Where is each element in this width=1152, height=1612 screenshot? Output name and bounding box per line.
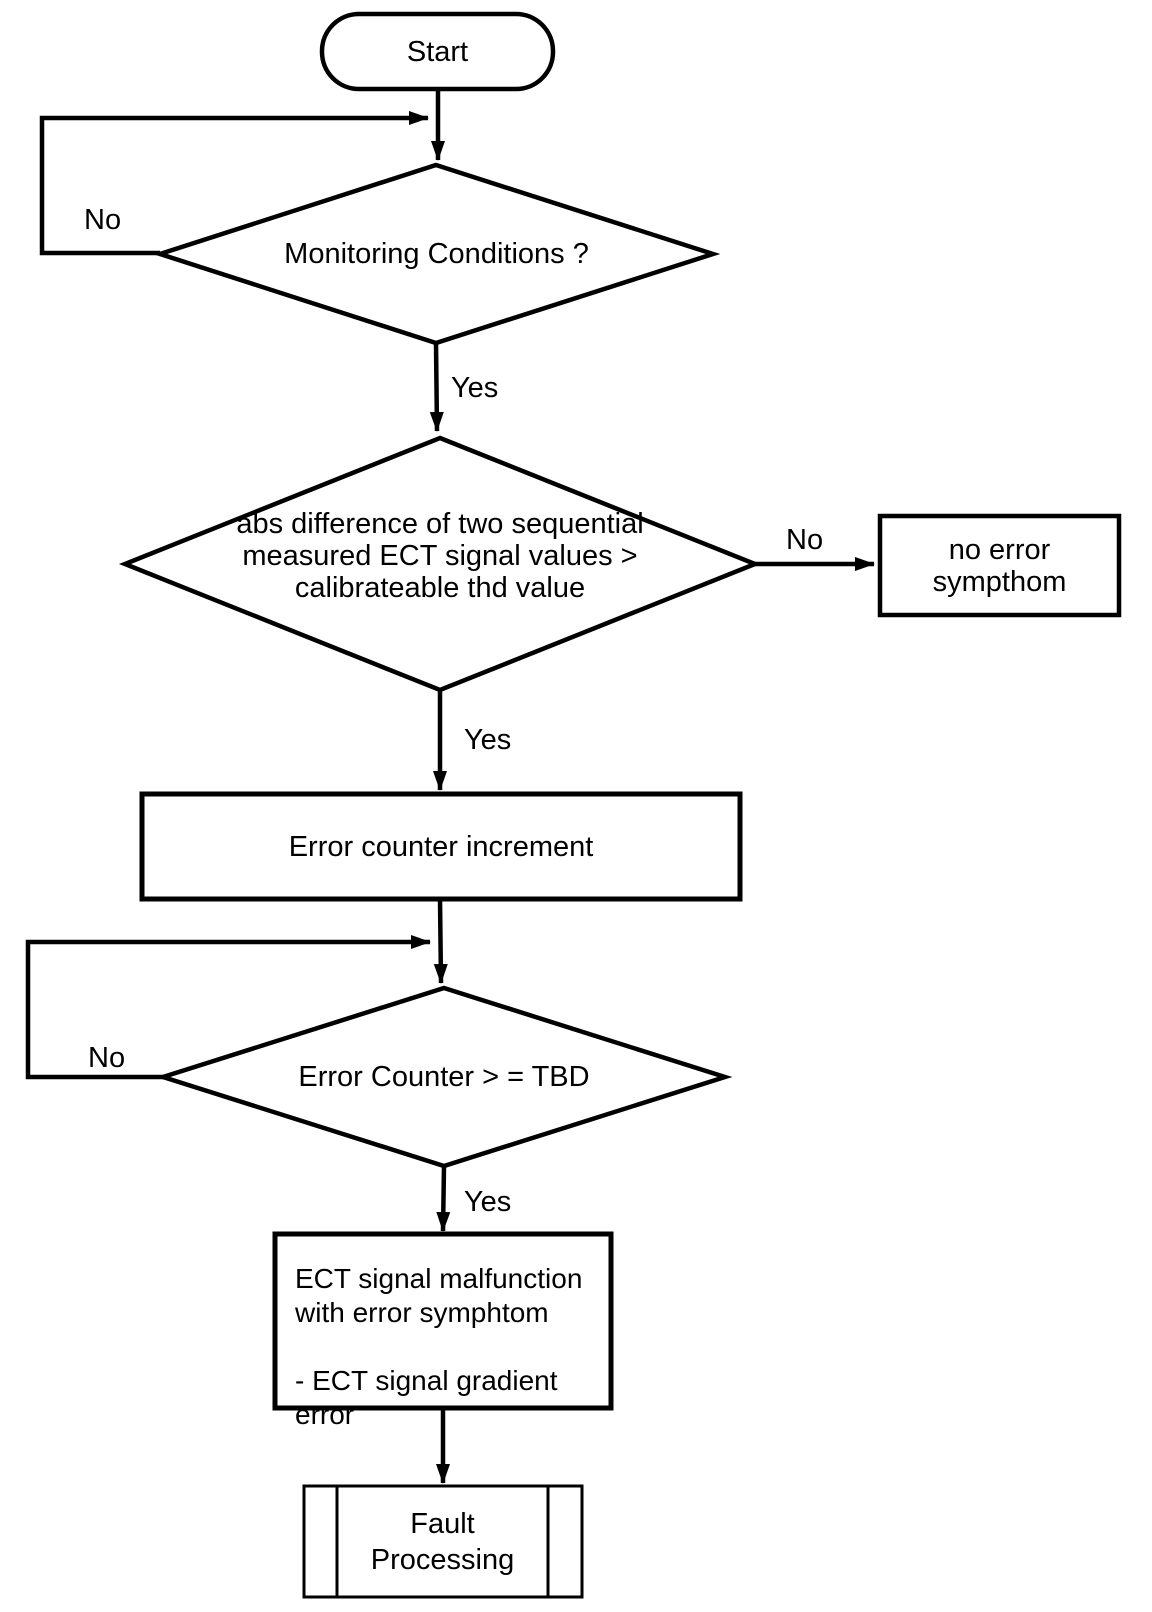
ect-malfunction-label: ECT signal malfunction with error sympht…: [295, 1263, 583, 1430]
decision-error-counter-label: Error Counter > = TBD: [298, 1061, 590, 1093]
decision-abs-diff-label: abs difference of two sequential measure…: [236, 507, 644, 604]
edge-label-monitoring-yes: Yes: [451, 372, 499, 404]
edge-label-abs-diff-no: No: [786, 524, 824, 556]
connector-counter-check-yes: [436, 1165, 451, 1232]
no-error-sympthom-shape: [877, 513, 1122, 618]
edge-label-error-counter-no: No: [88, 1042, 126, 1074]
edge-label-abs-diff-yes: Yes: [464, 724, 512, 756]
edge-label-error-counter-yes: Yes: [464, 1186, 512, 1218]
connector-counter-check-no-loop: [25, 935, 431, 1080]
fault-processing-shape: [302, 1484, 584, 1599]
no-error-sympthom-label: no error sympthom: [932, 533, 1067, 598]
connector-monitoring-no-loop: [39, 111, 429, 256]
error-counter-increment-label: Error counter increment: [288, 830, 594, 863]
start-label: Start: [406, 35, 469, 68]
edge-label-monitoring-no: No: [84, 204, 122, 236]
fault-processing-label: Fault Processing: [370, 1507, 515, 1576]
connector-increment-to-counter-check: [433, 898, 448, 984]
connector-monitoring-yes: [429, 342, 444, 432]
decision-monitoring-label: Monitoring Conditions ?: [284, 238, 589, 270]
